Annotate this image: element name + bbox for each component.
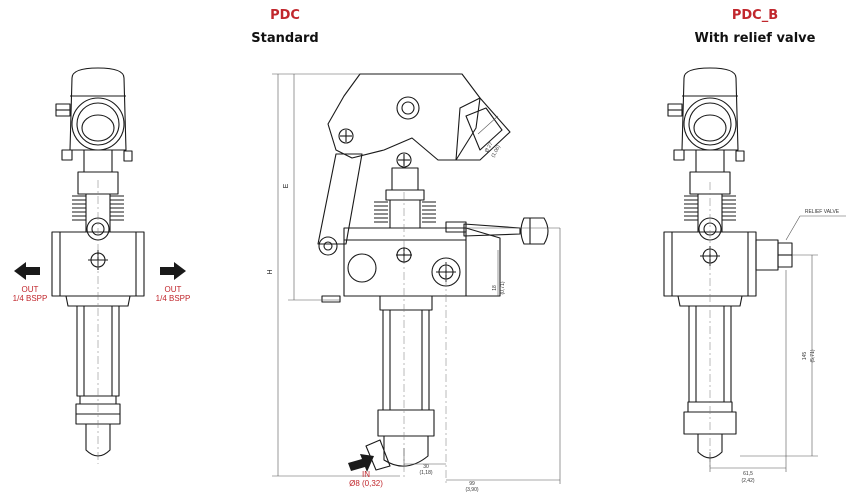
middle-dimensions (272, 73, 561, 484)
dim-615-main: 61,5 (743, 471, 753, 477)
out-right-label-2: 1/4 BSPP (156, 294, 191, 303)
dim-18-sub: (0,71) (500, 281, 506, 294)
dim-99-main: 99 (469, 481, 475, 487)
dim-30-sub: (1,18) (419, 470, 432, 476)
right-pump-view (663, 67, 793, 470)
pdcb-title: PDC_B (731, 8, 779, 23)
pdc-subtitle: Standard (251, 31, 319, 46)
out-right-label-1: OUT (165, 285, 182, 294)
dim-30-main: 30 (423, 464, 429, 470)
dim-99-sub: (3,90) (465, 487, 478, 493)
out-left-label-1: OUT (22, 285, 39, 294)
dim-phi-sub: (1,06) (490, 144, 502, 159)
out-left-label-2: 1/4 BSPP (13, 294, 48, 303)
in-arrow-icon (348, 454, 374, 472)
relief-valve-label: RELIEF VALVE (805, 209, 840, 215)
pdcb-subtitle: With relief valve (694, 31, 816, 46)
out-right-arrow-icon (160, 262, 186, 280)
pdc-title: PDC (270, 8, 300, 23)
right-dimensions (709, 215, 846, 472)
in-label-1: IN (362, 470, 370, 479)
dim-145-sub: (5,71) (810, 349, 816, 362)
out-left-arrow-icon (14, 262, 40, 280)
dim-615-sub: (2,42) (741, 478, 754, 484)
left-pump-view (51, 67, 145, 464)
dim-phi-main: Ø 27 (484, 141, 495, 154)
in-label-2: Ø8 (0,32) (349, 479, 383, 488)
middle-pump-view (317, 73, 549, 486)
dim-145-main: 145 (802, 352, 808, 361)
dim-e: E (283, 183, 290, 188)
dim-h: H (267, 269, 274, 274)
dim-18-main: 18 (492, 285, 498, 291)
